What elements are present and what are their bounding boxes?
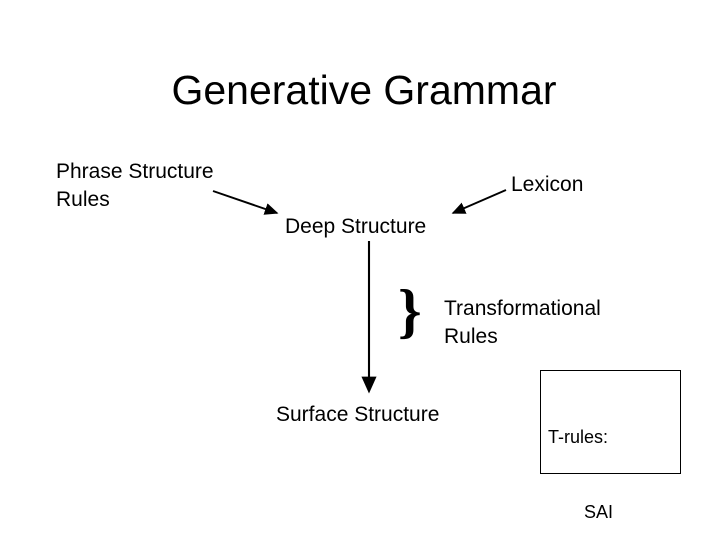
t-rules-heading: T-rules: bbox=[548, 427, 609, 447]
node-lexicon: Lexicon bbox=[511, 173, 584, 196]
node-phrase-structure-rules: Phrase Structure Rules bbox=[56, 160, 214, 211]
right-curly-brace-icon: } bbox=[398, 278, 422, 344]
node-deep-structure: Deep Structure bbox=[285, 215, 427, 238]
node-transformational-rules: Transformational Rules bbox=[444, 297, 601, 348]
t-rules-item: SAI bbox=[548, 500, 661, 525]
node-surface-structure: Surface Structure bbox=[276, 403, 440, 426]
arrow-lexicon-to-deep-structure bbox=[451, 189, 507, 214]
t-rules-box: T-rules: SAI Passive Wh-move bbox=[540, 370, 681, 522]
t-rules-item-label: SAI bbox=[584, 502, 614, 522]
page-title: Generative Grammar bbox=[171, 67, 557, 113]
t-rules-list: T-rules: SAI Passive Wh-move bbox=[548, 375, 661, 546]
arrow-psr-to-deep-structure bbox=[212, 190, 279, 215]
